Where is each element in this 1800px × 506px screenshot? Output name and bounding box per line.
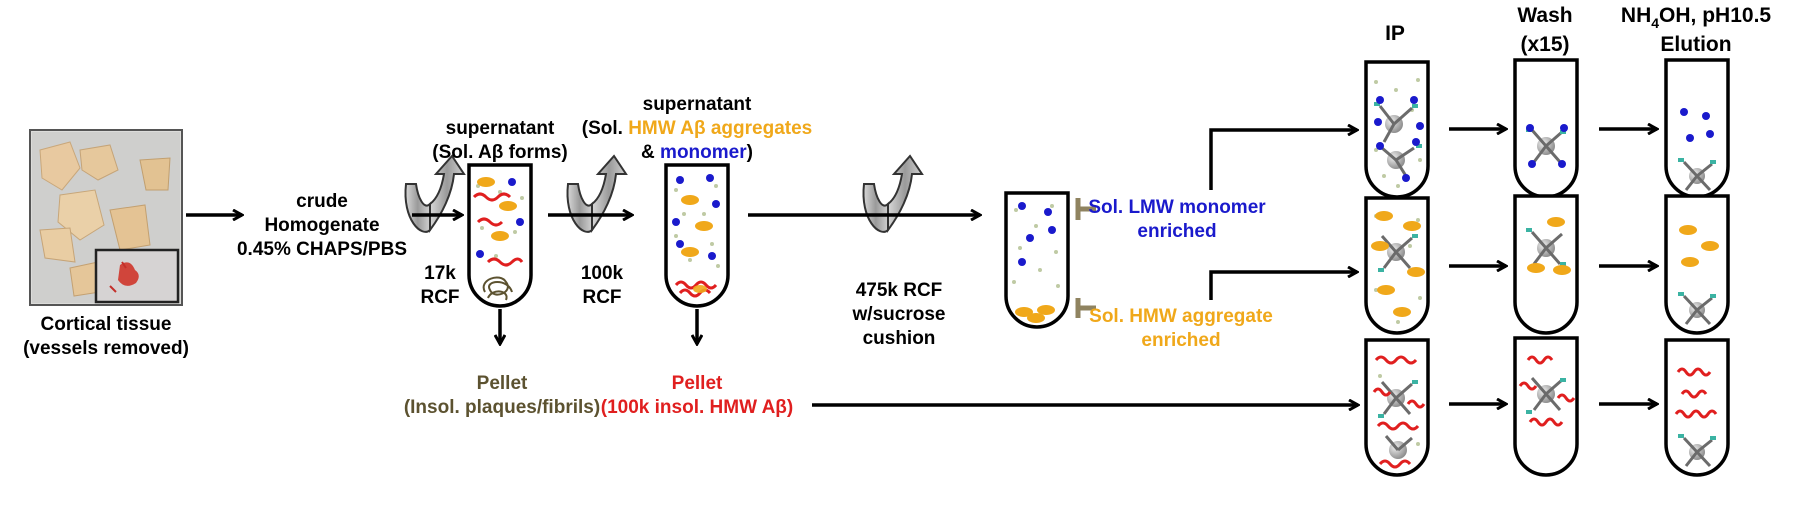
supernatant2-line3-prefix: &: [641, 142, 660, 163]
tube-supernatant-2: [664, 163, 730, 308]
centrifuge-spin-icon-2: [566, 154, 628, 234]
tube-ip-lmw: [1364, 60, 1430, 199]
supernatant2-line1: supernatant: [643, 94, 752, 115]
supernatant2-line2: (Sol. HMW Aβ aggregates: [582, 118, 812, 139]
col-header-elution-line2: Elution: [1660, 33, 1731, 56]
homogenate-line2: Homogenate: [264, 215, 379, 236]
tube-elution-pellet: [1664, 338, 1730, 477]
supernatant2-line3-suffix: ): [747, 142, 753, 163]
supernatant2-line2-prefix: (Sol.: [582, 118, 628, 139]
col-header-wash-line1: Wash: [1517, 4, 1572, 27]
spin2-line2: RCF: [582, 287, 621, 308]
arrow-hmw-to-ip: [1209, 272, 1357, 300]
lmw-line1: Sol. LMW monomer: [1088, 197, 1266, 218]
tissue-label-line2: (vessels removed): [23, 338, 189, 359]
supernatant2-line3: & monomer): [641, 142, 753, 163]
lmw-line2: enriched: [1137, 221, 1216, 242]
spin3-line2: w/sucrose: [852, 304, 946, 325]
supernatant2-hmw-highlight: HMW Aβ aggregates: [628, 118, 812, 139]
supernatant1-line1: supernatant: [446, 118, 555, 139]
hmw-fraction-bracket: [1075, 298, 1096, 318]
centrifuge-spin-icon-1: [404, 154, 466, 234]
cortical-tissue-photo: [29, 129, 183, 306]
elution-nh: NH: [1621, 4, 1651, 27]
centrifuge-spin-icon-3: [862, 154, 924, 234]
spin2-line1: 100k: [581, 263, 624, 284]
tube-wash-hmw: [1513, 194, 1579, 335]
elution-subscript: 4: [1651, 15, 1659, 31]
hmw-line1: Sol. HMW aggregate: [1089, 306, 1273, 327]
hmw-line2: enriched: [1141, 330, 1220, 351]
pellet2-line2: (100k insol. HMW Aβ): [601, 397, 793, 418]
homogenate-line3: 0.45% CHAPS/PBS: [237, 239, 407, 260]
tube-elution-lmw: [1664, 58, 1730, 199]
tube-supernatant-1: [467, 163, 533, 308]
spin3-line1: 475k RCF: [856, 280, 943, 301]
col-header-ip: IP: [1385, 22, 1405, 45]
tube-wash-lmw: [1513, 58, 1579, 199]
lmw-fraction-bracket: [1075, 198, 1096, 220]
elution-rest: OH, pH10.5: [1659, 4, 1771, 27]
pellet2-line1: Pellet: [672, 373, 723, 394]
supernatant1-line2: (Sol. Aβ forms): [432, 142, 567, 163]
tube-elution-hmw: [1664, 194, 1730, 335]
tube-sucrose-fractions: [1004, 191, 1070, 329]
tube-wash-pellet: [1513, 336, 1579, 477]
col-header-elution-line1: NH4OH, pH10.5: [1621, 4, 1771, 31]
arrow-lmw-to-ip: [1209, 130, 1357, 190]
col-header-wash-line2: (x15): [1520, 33, 1569, 56]
spin1-line2: RCF: [420, 287, 459, 308]
spin1-line1: 17k: [424, 263, 456, 284]
tube-ip-pellet: [1364, 338, 1430, 477]
tissue-label-line1: Cortical tissue: [41, 314, 172, 335]
pellet1-line1: Pellet: [477, 373, 528, 394]
spin3-line3: cushion: [863, 328, 936, 349]
supernatant2-monomer-highlight: monomer: [660, 142, 747, 163]
homogenate-line1: crude: [296, 191, 348, 212]
pellet1-line2: (Insol. plaques/fibrils): [404, 397, 600, 418]
tube-ip-hmw: [1364, 196, 1430, 335]
